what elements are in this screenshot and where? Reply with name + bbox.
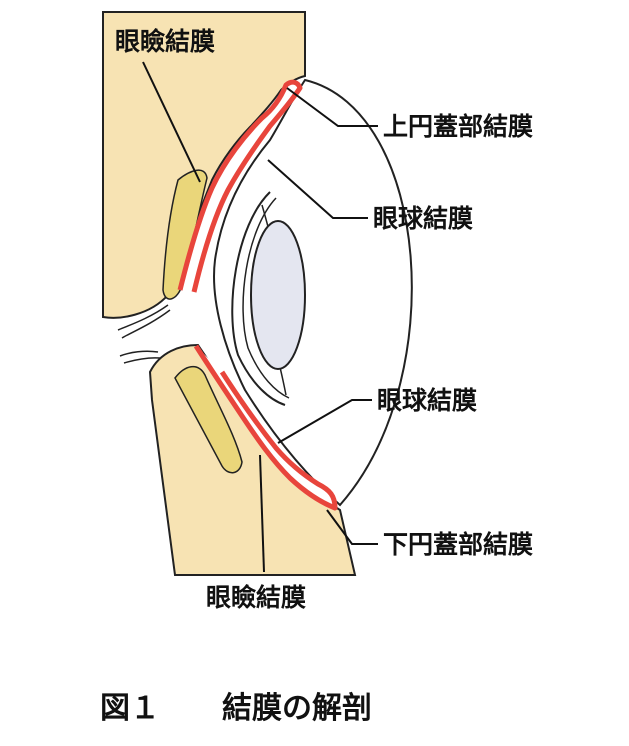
leader-inferior-fornix bbox=[326, 509, 378, 545]
upper-conjunctiva bbox=[177, 79, 303, 293]
label-inferior-fornix-conjunctiva: 下円蓋部結膜 bbox=[383, 530, 533, 559]
label-palpebral-conjunctiva-upper: 眼瞼結膜 bbox=[115, 27, 215, 56]
eyeball bbox=[213, 78, 413, 507]
lens bbox=[250, 220, 306, 370]
figure-title: 結膜の解剖 bbox=[222, 691, 372, 726]
cornea-inner bbox=[242, 197, 290, 399]
leader-palpebral-upper bbox=[142, 61, 201, 183]
label-bulbar-conjunctiva-upper: 眼球結膜 bbox=[373, 204, 473, 233]
lower-eyelashes bbox=[119, 350, 161, 364]
label-superior-fornix-conjunctiva: 上円蓋部結膜 bbox=[383, 112, 533, 141]
upper-eyelashes bbox=[117, 304, 171, 339]
leader-bulbar-lower bbox=[277, 399, 372, 444]
label-palpebral-conjunctiva-lower: 眼瞼結膜 bbox=[206, 583, 306, 612]
leader-superior-fornix bbox=[286, 87, 378, 127]
leader-bulbar-upper bbox=[267, 159, 368, 219]
cornea bbox=[231, 191, 286, 406]
leader-palpebral-lower bbox=[259, 454, 265, 573]
lower-conjunctiva bbox=[193, 344, 338, 511]
lower-tarsal-plate bbox=[174, 366, 243, 474]
label-bulbar-conjunctiva-lower: 眼球結膜 bbox=[377, 386, 477, 415]
figure-number: 図１ bbox=[100, 691, 160, 726]
